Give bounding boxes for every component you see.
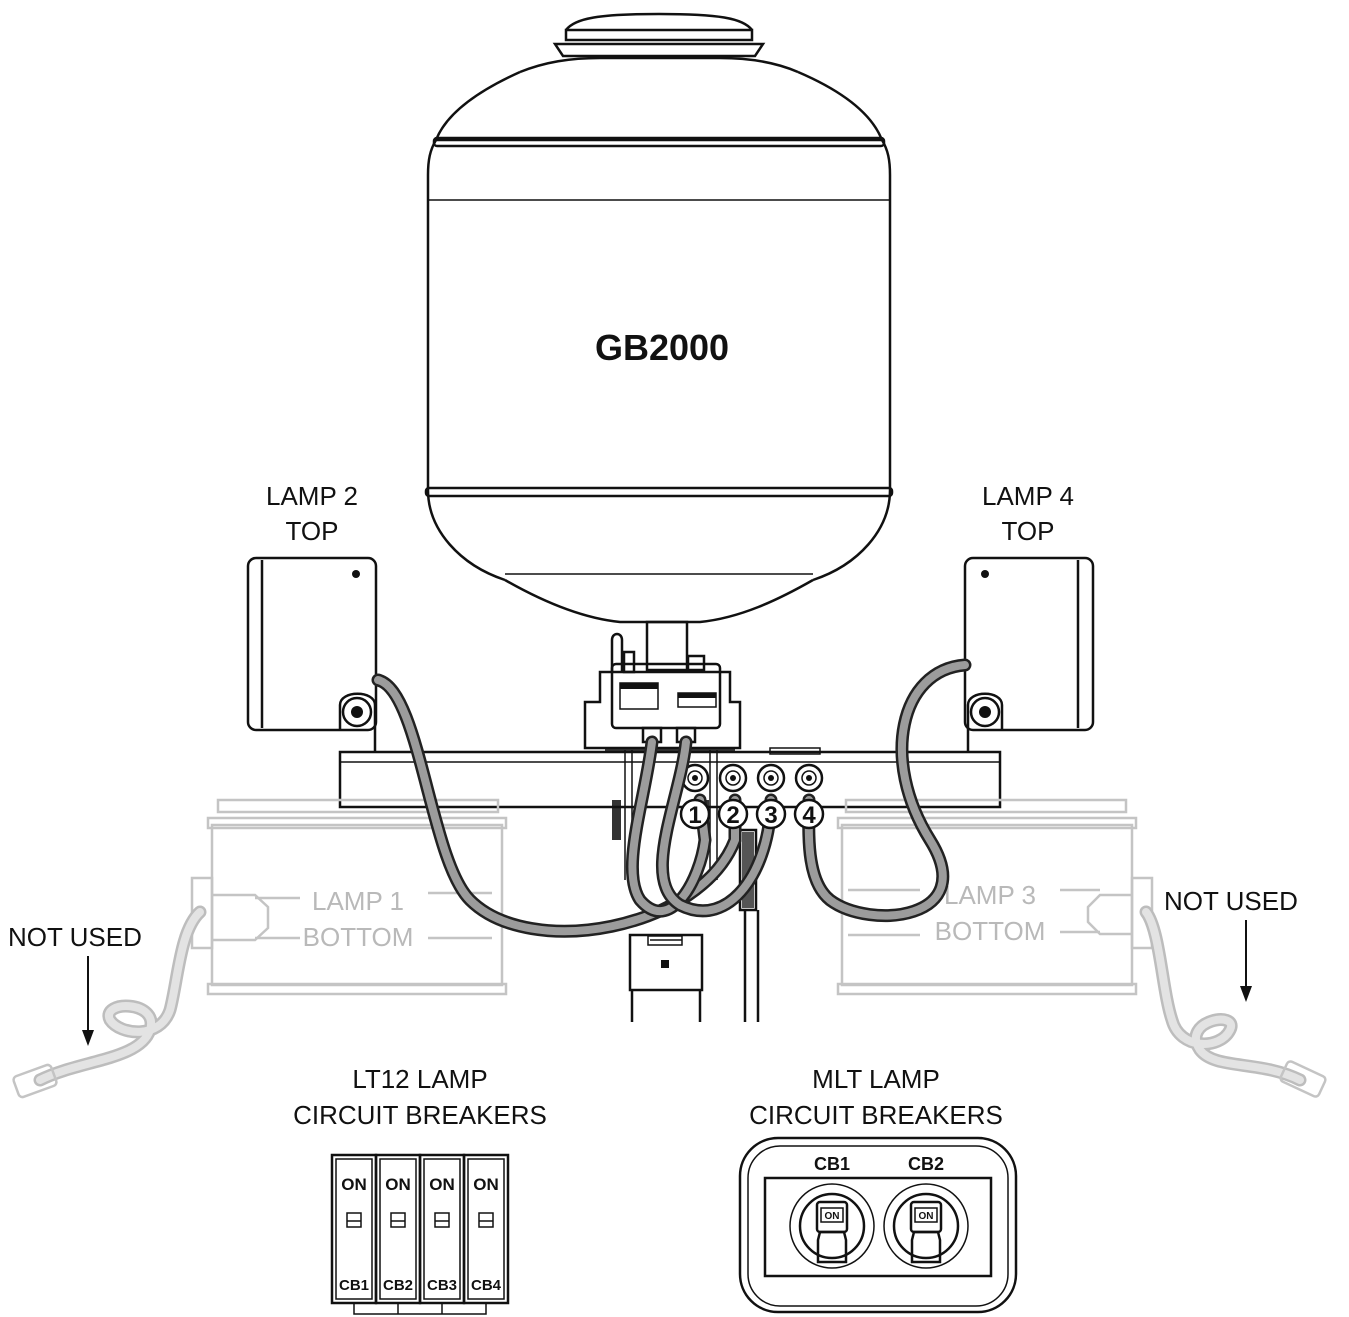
not-used-right-callout: NOT USED xyxy=(1164,886,1298,1002)
lt12-title-line-1: LT12 LAMP xyxy=(352,1064,487,1094)
lt12-breaker-cb4[interactable]: ON CB4 xyxy=(462,1153,510,1305)
lamp-2-top: LAMP 2 TOP xyxy=(246,481,378,752)
svg-text:ON: ON xyxy=(919,1211,934,1222)
lamp-1-bottom: LAMP 1 BOTTOM xyxy=(190,798,508,996)
not-used-left-callout: NOT USED xyxy=(8,922,142,1046)
balloon-label: GB2000 xyxy=(595,327,729,368)
mast-assembly xyxy=(583,620,760,1022)
svg-text:ON: ON xyxy=(385,1175,411,1194)
svg-text:ON: ON xyxy=(341,1175,367,1194)
active-cables xyxy=(371,658,972,938)
not-used-right-label: NOT USED xyxy=(1164,886,1298,916)
not-used-cable-right xyxy=(1139,905,1327,1098)
lamp-4-line-2: TOP xyxy=(1002,516,1055,546)
balloon-gb2000: GB2000 xyxy=(424,12,894,624)
svg-text:CB1: CB1 xyxy=(339,1277,369,1294)
not-used-left-label: NOT USED xyxy=(8,922,142,952)
svg-text:2: 2 xyxy=(726,802,739,829)
svg-text:4: 4 xyxy=(802,802,816,829)
lamp-1-line-2: BOTTOM xyxy=(303,922,414,952)
port-badge-2: 2 xyxy=(717,798,749,830)
port-number-badges: 1 2 3 4 xyxy=(679,798,825,830)
lamp-1-line-1: LAMP 1 xyxy=(312,886,404,916)
svg-text:CB3: CB3 xyxy=(427,1277,457,1294)
port-badge-1: 1 xyxy=(679,798,711,830)
lamp-2-line-2: TOP xyxy=(286,516,339,546)
svg-text:3: 3 xyxy=(764,802,777,829)
mlt-breaker-panel: MLT LAMP CIRCUIT BREAKERS CB1 ON CB2 ON xyxy=(738,1064,1018,1314)
svg-text:CB2: CB2 xyxy=(383,1277,413,1294)
lamp-3-bottom: LAMP 3 BOTTOM xyxy=(836,798,1154,996)
svg-text:ON: ON xyxy=(825,1211,840,1222)
ports xyxy=(680,763,824,793)
port-badge-4: 4 xyxy=(793,798,825,830)
svg-text:ON: ON xyxy=(429,1175,455,1194)
svg-text:1: 1 xyxy=(688,802,701,829)
lt12-breaker-cb2[interactable]: ON CB2 xyxy=(374,1153,422,1305)
lt12-breaker-cb1[interactable]: ON CB1 xyxy=(330,1153,378,1305)
mlt-breaker-cb2[interactable]: CB2 ON xyxy=(883,1154,969,1269)
lt12-title-line-2: CIRCUIT BREAKERS xyxy=(293,1100,547,1130)
lamp-3-line-2: BOTTOM xyxy=(935,916,1046,946)
svg-text:CB1: CB1 xyxy=(814,1154,850,1174)
mlt-title-line-2: CIRCUIT BREAKERS xyxy=(749,1100,1003,1130)
svg-text:ON: ON xyxy=(473,1175,499,1194)
mlt-breaker-cb1[interactable]: CB1 ON xyxy=(789,1154,875,1269)
svg-text:CB2: CB2 xyxy=(908,1154,944,1174)
lamp-4-line-1: LAMP 4 xyxy=(982,481,1074,511)
lamp-3-line-1: LAMP 3 xyxy=(944,880,1036,910)
svg-text:CB4: CB4 xyxy=(471,1277,502,1294)
mlt-title-line-1: MLT LAMP xyxy=(812,1064,940,1094)
lt12-breaker-panel: LT12 LAMP CIRCUIT BREAKERS ON CB1 ON CB2… xyxy=(293,1064,547,1315)
lamp-4-top: LAMP 4 TOP xyxy=(963,481,1095,752)
port-badge-3: 3 xyxy=(755,798,787,830)
lt12-breaker-cb3[interactable]: ON CB3 xyxy=(418,1153,466,1305)
lamp-2-line-1: LAMP 2 xyxy=(266,481,358,511)
not-used-cable-left xyxy=(12,905,207,1099)
